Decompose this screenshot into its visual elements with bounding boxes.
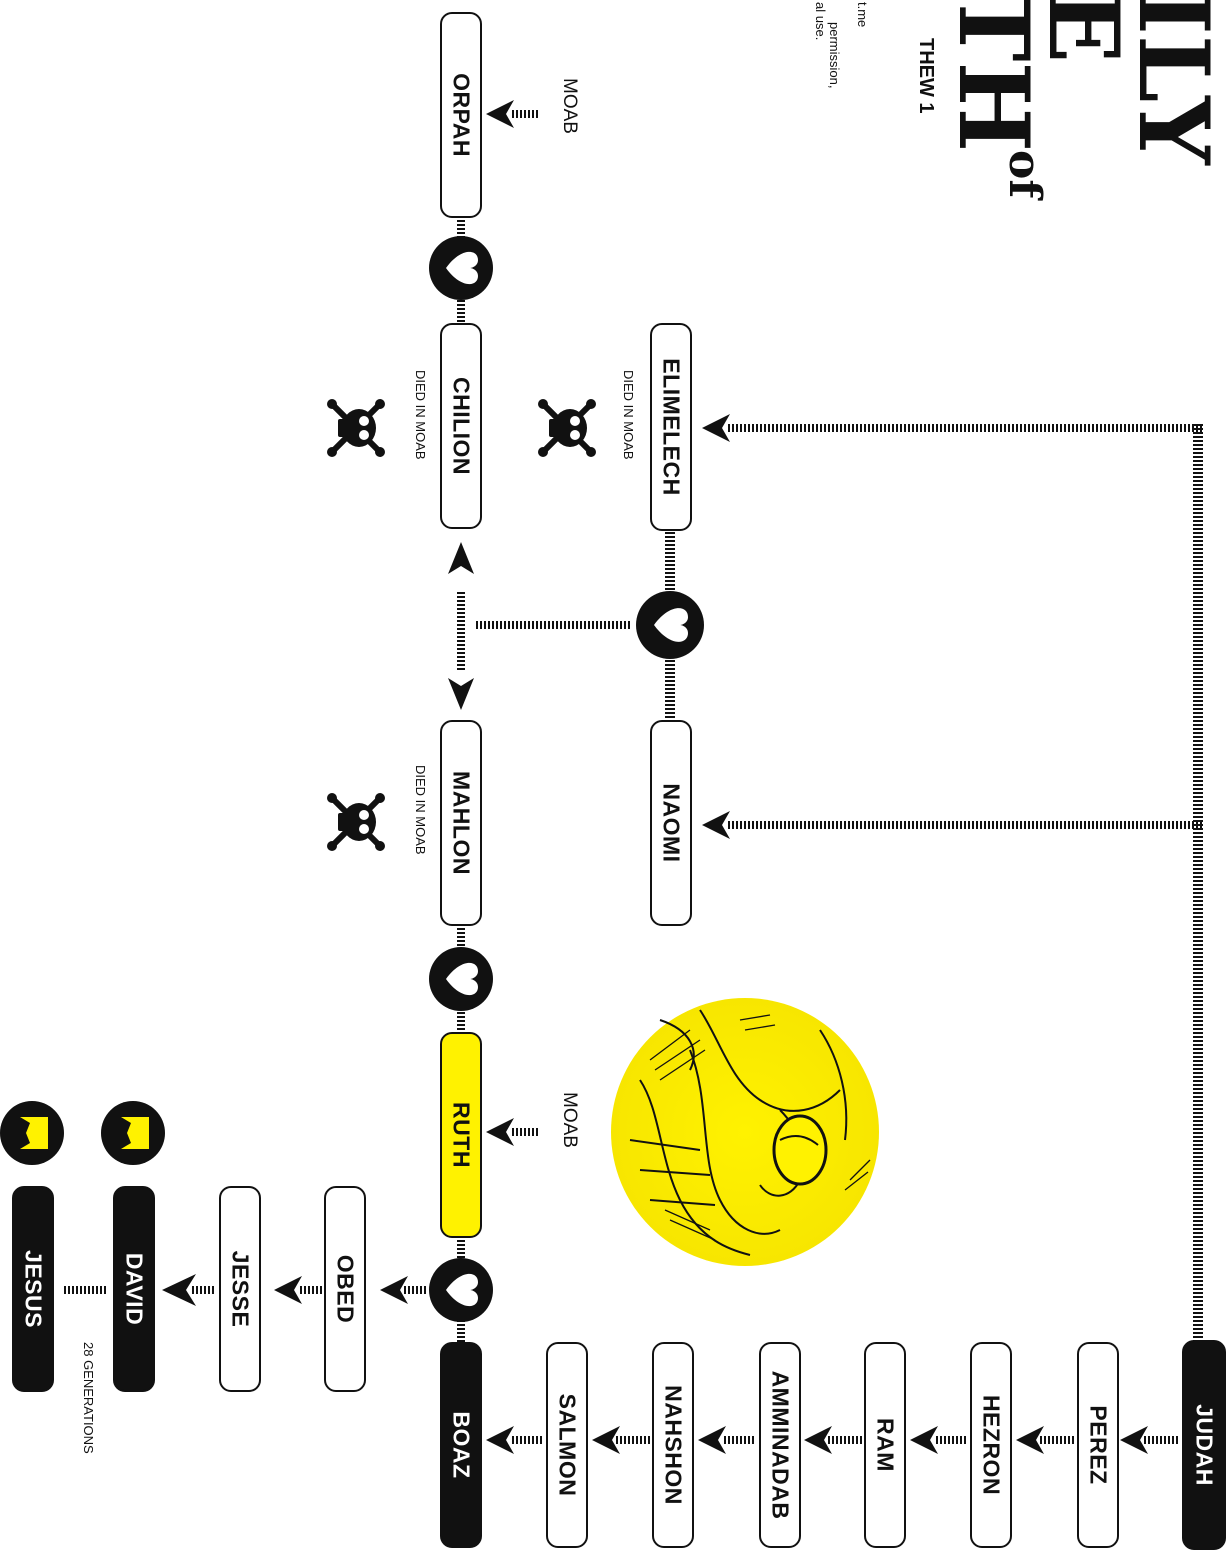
heart-icon (429, 236, 493, 300)
person-box-boaz: BOAZ (440, 1342, 482, 1548)
person-name: MAHLON (448, 771, 475, 875)
lineage-connectors (62, 110, 1203, 1444)
person-box-nahshon: NAHSHON (652, 1342, 694, 1548)
person-box-naomi: NAOMI (650, 720, 692, 926)
crown-icon (0, 1101, 64, 1165)
person-name: JESSE (227, 1250, 254, 1328)
person-name: SALMON (554, 1393, 581, 1497)
generations-note: 28 GENERATIONS (81, 1342, 96, 1454)
heart-icon (429, 1258, 493, 1322)
person-box-ruth: RUTH (440, 1032, 482, 1238)
arrow-to-hezron (1016, 1426, 1044, 1454)
person-name: OBED (332, 1254, 359, 1324)
person-box-ram: RAM (864, 1342, 906, 1548)
person-box-obed: OBED (324, 1186, 366, 1392)
origin-label-ruth: MOAB (559, 1092, 580, 1148)
arrow-to-boaz (486, 1426, 514, 1454)
credit-line-3: al use. (813, 2, 828, 40)
arrow-to-ruth (486, 1118, 514, 1146)
arrow-to-david (162, 1274, 196, 1306)
person-box-jesse: JESSE (219, 1186, 261, 1392)
person-name: RAM (872, 1418, 899, 1472)
arrow-to-perez (1120, 1426, 1148, 1454)
skull-crossbones-icon (327, 399, 385, 457)
person-name: AMMINADAB (767, 1370, 794, 1520)
death-note-chilion: DIED IN MOAB (413, 370, 428, 460)
skull-crossbones-icon (327, 793, 385, 851)
title-line-1: ILY (1117, 0, 1230, 166)
credit-line-2: permission, (827, 22, 842, 88)
arrow-to-nahshon (698, 1426, 726, 1454)
person-box-chilion: CHILION (440, 323, 482, 529)
origin-label-orpah: MOAB (559, 78, 580, 134)
heart-icon (636, 591, 704, 659)
death-note-elimelech: DIED IN MOAB (621, 370, 636, 460)
person-name: ORPAH (448, 73, 475, 157)
person-name: HEZRON (978, 1394, 1005, 1496)
skull-crossbones-icon (538, 399, 596, 457)
person-box-salmon: SALMON (546, 1342, 588, 1548)
person-name: JESUS (20, 1250, 47, 1328)
arrow-to-amminadab (804, 1426, 832, 1454)
credit-line-1: t.me (855, 2, 870, 27)
arrow-down-to-mahlon (448, 678, 474, 710)
arrow-to-ram (910, 1426, 938, 1454)
person-box-jesus: JESUS (12, 1186, 54, 1392)
person-name: JUDAH (1191, 1404, 1218, 1486)
person-box-hezron: HEZRON (970, 1342, 1012, 1548)
arrow-to-orpah (486, 100, 514, 128)
person-box-mahlon: MAHLON (440, 720, 482, 926)
person-box-perez: PEREZ (1077, 1342, 1119, 1548)
arrow-to-jesse (274, 1276, 302, 1304)
person-box-amminadab: AMMINADAB (759, 1342, 801, 1548)
person-box-judah: JUDAH (1182, 1340, 1226, 1550)
person-name: DAVID (121, 1252, 148, 1326)
person-box-elimelech: ELIMELECH (650, 323, 692, 531)
person-name: CHILION (448, 376, 475, 476)
person-box-david: DAVID (113, 1186, 155, 1392)
person-name: NAHSHON (660, 1385, 687, 1505)
title-line-3: TH (937, 0, 1050, 152)
title-line-2: E (1027, 0, 1140, 63)
scripture-reference: THEW 1 (915, 38, 937, 114)
crown-icon (101, 1101, 165, 1165)
title-of: of (999, 150, 1050, 201)
person-name: NAOMI (658, 783, 685, 863)
ruth-portrait-illustration (611, 998, 879, 1266)
person-name: RUTH (448, 1102, 475, 1168)
person-name: PEREZ (1085, 1405, 1112, 1485)
arrowheads (162, 100, 1148, 1454)
arrow-to-naomi (702, 811, 730, 839)
person-name: BOAZ (448, 1411, 475, 1479)
arrow-to-obed (380, 1276, 408, 1304)
heart-icon (429, 947, 493, 1011)
arrow-up-to-chilion (448, 542, 474, 574)
person-box-orpah: ORPAH (440, 12, 482, 218)
title-block: ILY E of TH THEW 1 t.me permission, al u… (813, 0, 1230, 201)
death-note-mahlon: DIED IN MOAB (413, 765, 428, 855)
person-name: ELIMELECH (658, 358, 685, 496)
arrow-to-elimelech (702, 414, 730, 442)
arrow-to-salmon (592, 1426, 620, 1454)
